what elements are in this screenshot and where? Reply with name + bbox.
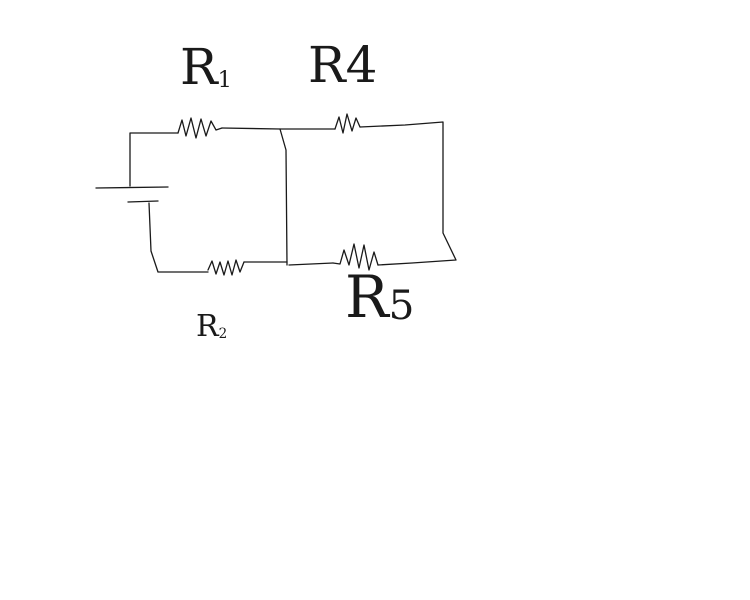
wire-middle-vertical [279,128,288,266]
wire-right-loop [359,121,457,266]
resistor-r4 [334,113,361,134]
wire-battery-top [129,132,179,187]
wire-battery-bottom [148,202,209,273]
label-r1: R1 [180,38,232,96]
label-r4: R4 [308,36,378,94]
resistor-r2 [207,259,245,276]
label-r5: R5 [345,263,415,331]
label-r2: R2 [196,309,228,344]
resistor-r5 [332,243,379,271]
wire-r5-junction [288,262,334,266]
wire-r1-junction [221,127,336,130]
resistor-r1 [177,117,223,139]
battery-short-plate [127,200,159,203]
battery-long-plate [95,186,169,189]
